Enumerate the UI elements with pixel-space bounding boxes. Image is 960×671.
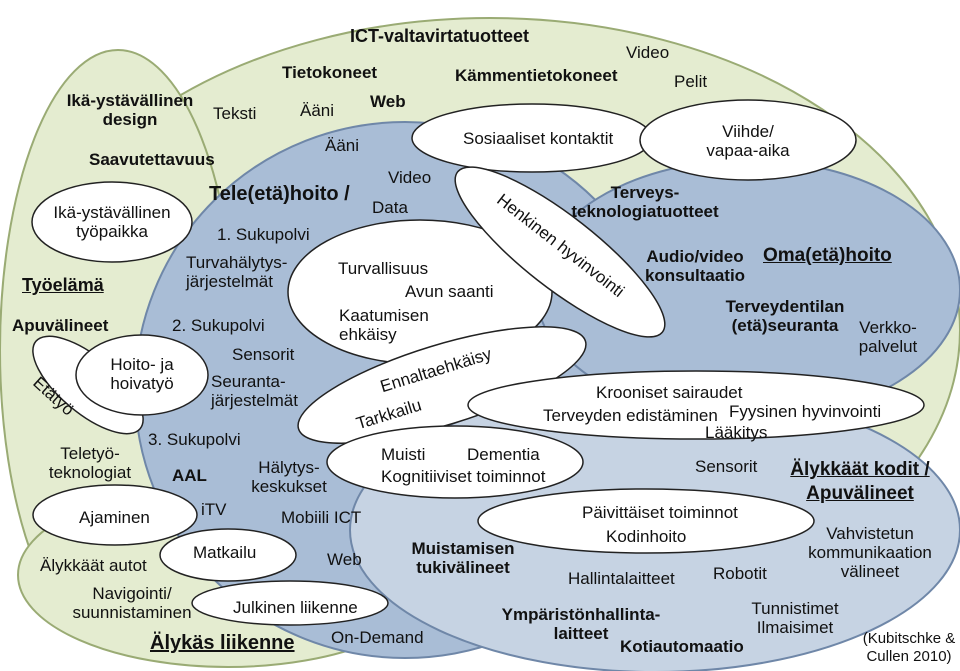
augmentative-communication-label: Vahvistetun kommunikaation välineet: [808, 524, 932, 581]
sound-label-1: Ääni: [300, 101, 335, 120]
online-services-label: Verkko- palvelut: [858, 318, 918, 356]
age-friendly-design-label: Ikä-ystävällinen design: [66, 91, 194, 129]
telecare-label: Tele(etä)hoito /: [209, 183, 350, 205]
alarm-centers-label: Hälytys- keskukset: [251, 458, 327, 496]
monitoring-systems-label: Seuranta- järjestelmät: [211, 372, 298, 410]
robots-label: Robotit: [713, 564, 767, 583]
public-transport-label: Julkinen liikenne: [233, 598, 358, 617]
environmental-control-label: Ympäristönhallinta- laitteet: [501, 605, 661, 643]
detectors-label: Tunnistimet Ilmaisimet: [751, 599, 839, 637]
social-contacts-label: Sosiaaliset kontaktit: [463, 129, 614, 148]
itv-label: iTV: [201, 500, 227, 519]
physical-wellbeing-label: Fyysinen hyvinvointi: [729, 402, 882, 421]
generation-3-label: 3. Sukupolvi: [148, 430, 241, 449]
care-work-ellipse: [75, 334, 209, 416]
generation-2-label: 2. Sukupolvi: [172, 316, 265, 335]
safety-alarm-systems-label: Turvahälytys- järjestelmät: [186, 253, 288, 291]
generation-1-label: 1. Sukupolvi: [217, 225, 310, 244]
ict-products-label: ICT-valtavirtatuotteet: [350, 26, 530, 46]
smart-traffic-label: Älykäs liikenne: [150, 632, 295, 654]
mobile-ict-label: Mobiili ICT: [281, 508, 362, 527]
public-transport-ellipse: [191, 580, 389, 626]
leisure-ellipse: [639, 99, 857, 181]
sensors-label-2: Sensorit: [695, 457, 758, 476]
navigation-label: Navigointi/ suunnistaminen: [72, 584, 192, 622]
citation-label: (Kubitschke & Cullen 2010): [862, 630, 956, 665]
video-label-2: Video: [388, 168, 432, 187]
age-friendly-workplace-ellipse: [31, 181, 193, 263]
chronic-diseases-ellipse: [467, 370, 925, 440]
mental-wellbeing-ellipse: [454, 166, 666, 338]
travel-ellipse: [159, 528, 297, 582]
on-demand-label: On-Demand: [331, 628, 424, 647]
driving-ellipse: [32, 484, 198, 546]
fall-prevention-label: Kaatumisen ehkäisy: [339, 306, 429, 344]
home-automation-label: Kotiautomaatio: [620, 637, 744, 656]
sound-label-2: Ääni: [325, 136, 360, 155]
dementia-label: Dementia: [467, 445, 540, 464]
memory-aids-label: Muistamisen tukivälineet: [411, 539, 515, 577]
text-label: Teksti: [213, 104, 257, 123]
care-work-label: Hoito- ja hoivatyö: [110, 355, 174, 393]
home-care-label: Kodinhoito: [606, 527, 687, 546]
daily-activities-ellipse: [477, 488, 815, 554]
data-label: Data: [372, 198, 408, 217]
prevention-ellipse: [297, 326, 587, 444]
safety-label: Turvallisuus: [338, 259, 429, 278]
driving-label: Ajaminen: [79, 508, 150, 527]
smart-cars-label: Älykkäät autot: [40, 556, 147, 575]
memory-label: Muisti: [381, 445, 426, 464]
video-top-label: Video: [626, 43, 670, 62]
assistive-devices-label: Apuvälineet: [12, 316, 109, 335]
games-label: Pelit: [674, 72, 708, 91]
control-devices-label: Hallintalaitteet: [568, 569, 675, 588]
aal-label: AAL: [172, 466, 207, 485]
leisure-label: Viihde/ vapaa-aika: [706, 122, 790, 160]
handhelds-label: Kämmentietokoneet: [455, 66, 618, 85]
smart-homes-label: Älykkäät kodit / Apuvälineet: [790, 459, 930, 504]
getting-help-label: Avun saanti: [405, 282, 494, 301]
self-care-label: Oma(etä)hoito: [763, 245, 892, 266]
telework-tech-label: Teletyö- teknologiat: [48, 444, 132, 482]
health-monitoring-label: Terveydentilan (etä)seuranta: [725, 297, 845, 335]
memory-ellipse: [326, 425, 584, 499]
health-tech-products-label: Terveys- teknologiatuotteet: [571, 183, 719, 221]
computers-label: Tietokoneet: [282, 63, 378, 82]
sensors-label: Sensorit: [232, 345, 295, 364]
travel-label: Matkailu: [193, 543, 257, 562]
medication-label: Lääkitys: [705, 423, 768, 442]
accessibility-label: Saavutettavuus: [89, 150, 215, 169]
cognitive-functions-label: Kognitiiviset toiminnot: [381, 467, 546, 486]
working-life-label: Työelämä: [22, 275, 104, 295]
daily-activities-label: Päivittäiset toiminnot: [582, 503, 738, 522]
health-promotion-label: Terveyden edistäminen: [543, 406, 718, 425]
web-label-2: Web: [327, 550, 362, 569]
audio-video-consultation-label: Audio/video konsultaatio: [644, 247, 746, 285]
web-top-label: Web: [370, 92, 406, 111]
age-friendly-workplace-label: Ikä-ystävällinen työpaikka: [53, 203, 171, 241]
chronic-diseases-label: Krooniset sairaudet: [596, 383, 743, 402]
